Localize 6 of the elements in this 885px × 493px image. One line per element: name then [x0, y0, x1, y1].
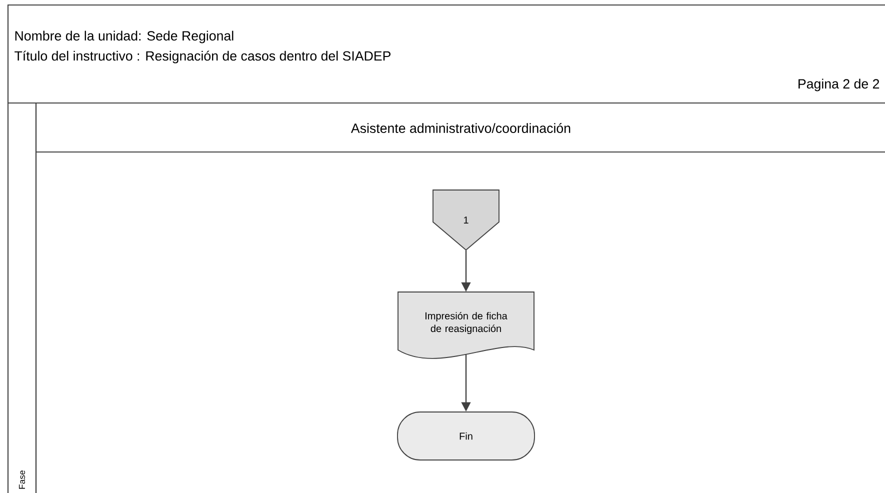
terminator: Fin: [397, 412, 535, 460]
header-text: Nombre de la unidad: Sede Regional: [15, 30, 234, 44]
off-page-connector: 1: [432, 190, 500, 251]
phase-strip: Fase: [7, 102, 37, 493]
header-text: Título del instructivo : Resignación de casos dentro del SIADEP: [14, 50, 390, 64]
header-text: Pagina 2 de 2: [798, 78, 880, 92]
